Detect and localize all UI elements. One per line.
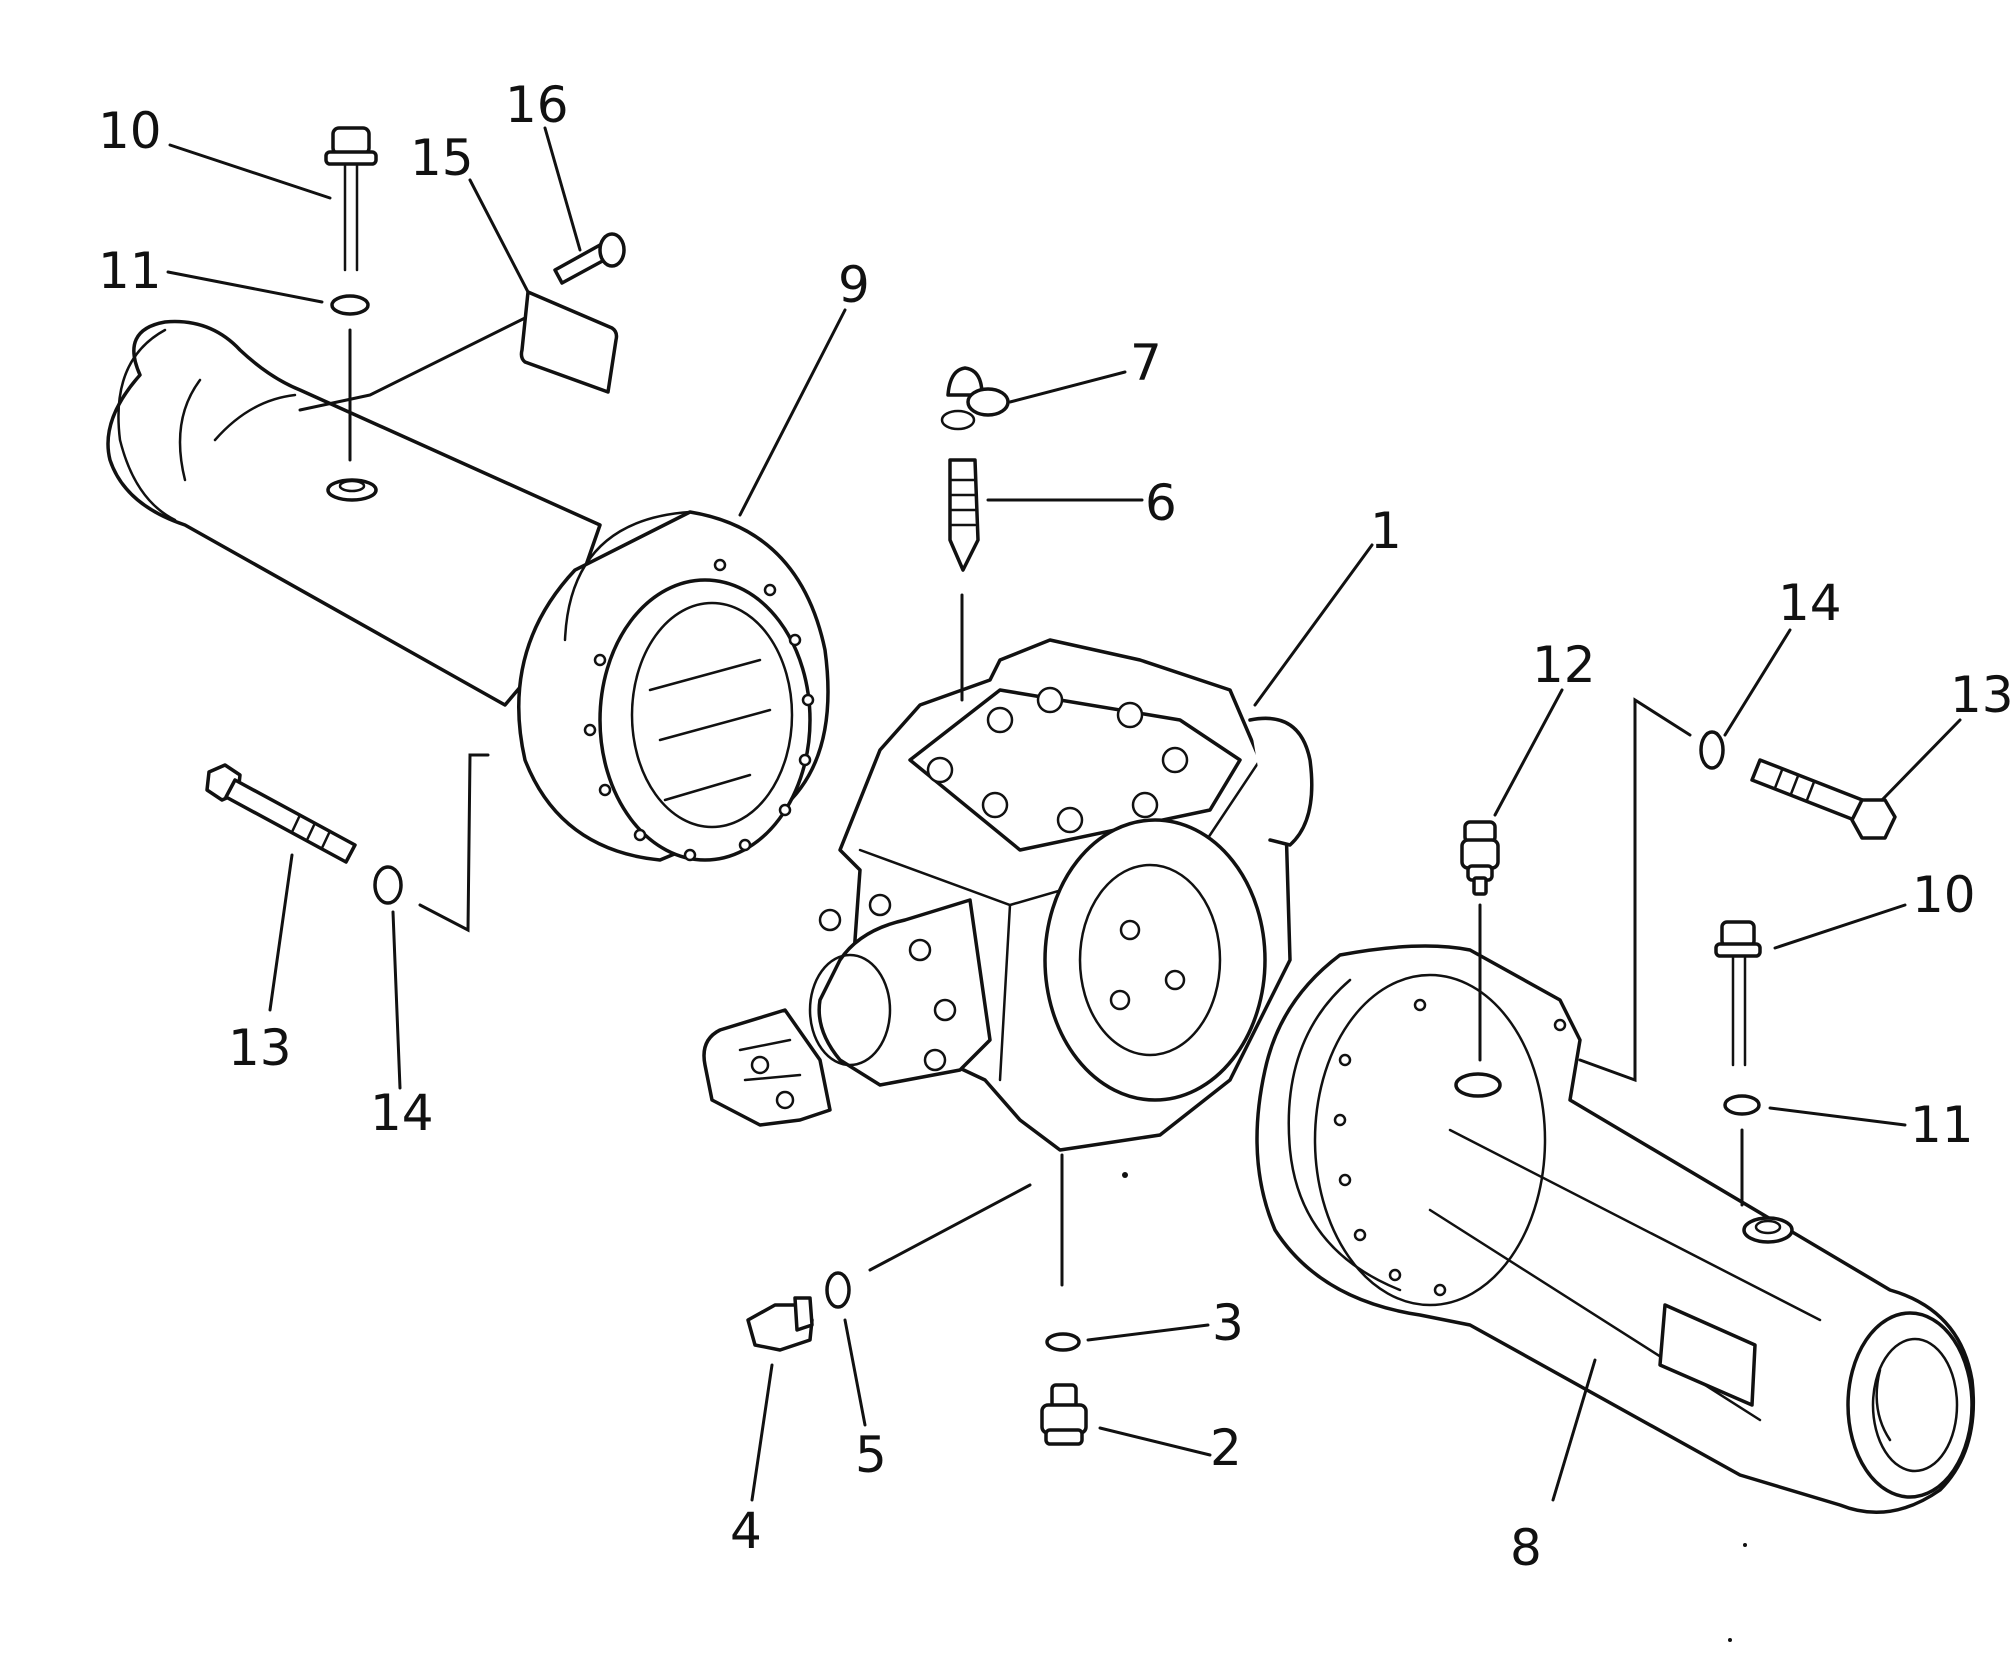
leader-12 bbox=[1493, 688, 1564, 817]
fitting-cap bbox=[940, 366, 1010, 431]
leader-16 bbox=[543, 126, 582, 252]
attach-line-nameplate-left bbox=[298, 316, 527, 412]
callout-4: 4 bbox=[730, 1502, 762, 1560]
attach-line-bolt-left bbox=[418, 753, 490, 933]
callout-10-left: 10 bbox=[98, 102, 162, 160]
callout-14-right: 14 bbox=[1778, 574, 1842, 632]
bolt-left bbox=[205, 763, 357, 864]
scan-speck bbox=[1728, 1638, 1732, 1642]
leader-2 bbox=[1098, 1426, 1212, 1457]
washer-right bbox=[1699, 730, 1725, 770]
breather-plug-left bbox=[324, 126, 378, 272]
callout-3: 3 bbox=[1212, 1294, 1244, 1352]
level-plug bbox=[746, 1296, 814, 1352]
callout-9: 9 bbox=[838, 256, 870, 314]
leader-1 bbox=[1253, 543, 1374, 707]
leader-4 bbox=[750, 1363, 774, 1502]
callout-1: 1 bbox=[1370, 502, 1402, 560]
attach-line-bolt-right bbox=[1578, 697, 1692, 1083]
callout-13-left: 13 bbox=[228, 1019, 292, 1077]
scan-speck bbox=[1122, 1172, 1128, 1178]
callout-14-left: 14 bbox=[370, 1084, 434, 1142]
callout-11-left: 11 bbox=[98, 242, 162, 300]
o-ring-level-plug bbox=[825, 1271, 851, 1309]
scan-speck bbox=[1743, 1543, 1747, 1547]
leader-7 bbox=[1008, 370, 1127, 404]
callout-15: 15 bbox=[410, 129, 474, 187]
leader-13-left bbox=[268, 853, 294, 1012]
leader-9 bbox=[738, 308, 847, 517]
leader-11-right bbox=[1768, 1106, 1907, 1127]
leader-14-left bbox=[391, 910, 402, 1090]
leader-11-left bbox=[166, 270, 324, 304]
callout-8: 8 bbox=[1510, 1519, 1542, 1577]
callout-13-right: 13 bbox=[1950, 666, 2012, 724]
right-axle-housing bbox=[1255, 944, 1976, 1515]
callout-11-right: 11 bbox=[1910, 1096, 1974, 1154]
o-ring-left bbox=[330, 294, 370, 316]
rivet bbox=[553, 232, 626, 285]
washer-left bbox=[373, 865, 403, 905]
breather-right bbox=[1460, 820, 1500, 896]
leader-10-left bbox=[168, 143, 332, 200]
leader-14-right bbox=[1723, 628, 1792, 737]
leader-10-right bbox=[1773, 903, 1907, 950]
o-ring-right bbox=[1723, 1094, 1761, 1116]
callout-5: 5 bbox=[855, 1426, 887, 1484]
left-axle-housing bbox=[106, 319, 830, 862]
callout-16: 16 bbox=[505, 76, 569, 134]
drain-plug bbox=[1040, 1383, 1088, 1446]
bolt-right bbox=[1750, 758, 1897, 840]
nameplate-left bbox=[519, 290, 619, 394]
leader-5 bbox=[843, 1318, 867, 1427]
callout-6: 6 bbox=[1145, 474, 1177, 532]
callout-12: 12 bbox=[1532, 636, 1596, 694]
callout-7: 7 bbox=[1130, 334, 1162, 392]
callout-10-right: 10 bbox=[1912, 866, 1976, 924]
attach-line-level-plug bbox=[868, 1183, 1032, 1272]
differential-carrier bbox=[702, 638, 1314, 1152]
grease-fitting bbox=[948, 458, 980, 572]
leader-3 bbox=[1086, 1323, 1210, 1342]
o-ring-drain bbox=[1045, 1332, 1081, 1352]
leader-13-right bbox=[1880, 718, 1962, 802]
callout-2: 2 bbox=[1210, 1419, 1242, 1477]
breather-plug-right bbox=[1714, 920, 1762, 1067]
leader-15 bbox=[468, 178, 530, 294]
leader-8 bbox=[1551, 1358, 1597, 1502]
